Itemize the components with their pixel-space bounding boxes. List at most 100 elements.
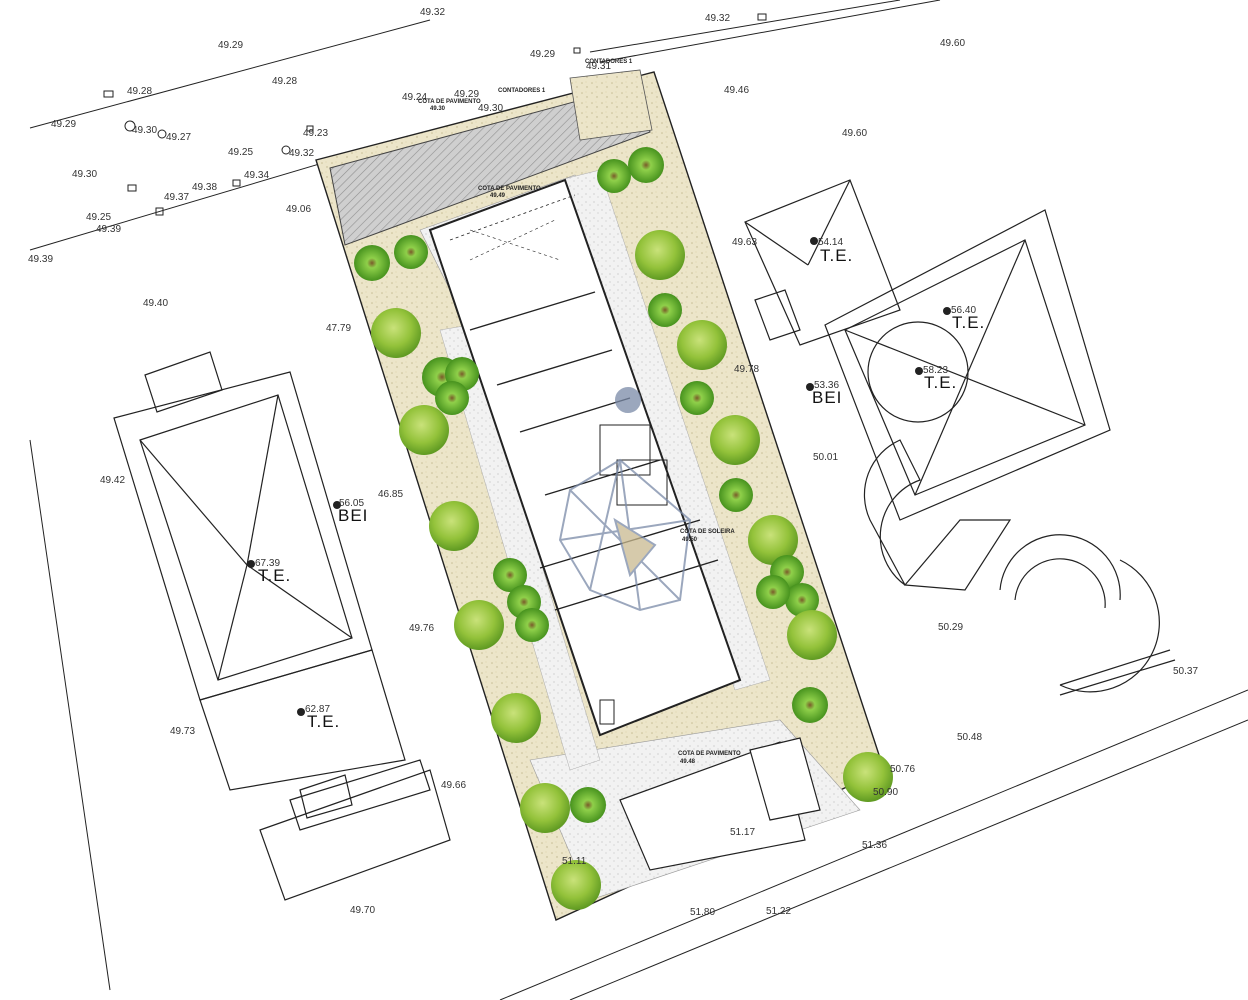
road-markers bbox=[103, 13, 767, 216]
spot-height: 49.39 bbox=[28, 254, 53, 265]
building-tag-elev: 62.87 bbox=[305, 704, 330, 715]
pool-area bbox=[619, 737, 821, 871]
tree bbox=[570, 787, 606, 823]
tree bbox=[493, 558, 527, 592]
tree bbox=[719, 478, 753, 512]
spot-height-dots bbox=[247, 237, 951, 716]
tree bbox=[429, 501, 479, 551]
tree bbox=[648, 293, 682, 327]
spot-height: 49.46 bbox=[724, 85, 749, 96]
tree bbox=[843, 752, 893, 802]
tree bbox=[520, 783, 570, 833]
building-tag-code: T.E. bbox=[924, 373, 957, 392]
spot-height: 49.29 bbox=[454, 89, 479, 100]
building-tag-elev: 56.05 bbox=[339, 498, 364, 509]
note-label: CONTADORES 1 bbox=[498, 88, 546, 94]
note-value: 49.49 bbox=[490, 193, 506, 199]
building-tag-elev: 67.39 bbox=[255, 558, 280, 569]
spot-height: 49.30 bbox=[132, 125, 157, 136]
tree bbox=[515, 608, 549, 642]
spot-height: 51.80 bbox=[690, 907, 715, 918]
note-label: COTA DE PAVIMENTO bbox=[678, 751, 741, 757]
spot-height: 50.90 bbox=[873, 787, 898, 798]
spot-height-labels: 49.32 49.32 49.29 49.60 49.29 49.28 49.2… bbox=[28, 7, 1198, 918]
tree bbox=[785, 583, 819, 617]
building-tag-code: T.E. bbox=[307, 712, 340, 731]
note-value: 49.30 bbox=[430, 106, 446, 112]
spot-height: 49.40 bbox=[143, 298, 168, 309]
tree bbox=[394, 235, 428, 269]
spot-height: 49.73 bbox=[170, 726, 195, 737]
tree bbox=[787, 610, 837, 660]
note-label: COTA DE PAVIMENTO bbox=[478, 186, 541, 192]
spot-height: 49.76 bbox=[409, 623, 434, 634]
spot-height: 50.01 bbox=[813, 452, 838, 463]
spot-height: 49.70 bbox=[350, 905, 375, 916]
building-tag-elev: 56.40 bbox=[951, 305, 976, 316]
spot-height: 49.06 bbox=[286, 204, 311, 215]
spot-height: 51.11 bbox=[562, 856, 587, 867]
spot-height: 49.29 bbox=[218, 40, 243, 51]
spot-height: 49.28 bbox=[272, 76, 297, 87]
spot-height: 49.24 bbox=[402, 92, 427, 103]
spot-height: 50.29 bbox=[938, 622, 963, 633]
spot-height: 49.63 bbox=[732, 237, 757, 248]
spot-height: 49.39 bbox=[96, 224, 121, 235]
spot-height: 49.27 bbox=[166, 132, 191, 143]
tree bbox=[792, 687, 828, 723]
spot-height: 51.22 bbox=[766, 906, 791, 917]
note-label: COTA DE SOLEIRA bbox=[680, 529, 735, 535]
building-tag-code: BEI bbox=[338, 506, 368, 525]
spot-height: 49.32 bbox=[420, 7, 445, 18]
spot-height: 49.29 bbox=[51, 119, 76, 130]
building-tag-elev: 54.14 bbox=[818, 237, 843, 248]
spot-height: 49.30 bbox=[72, 169, 97, 180]
spot-height: 49.66 bbox=[441, 780, 466, 791]
spot-height: 49.25 bbox=[228, 147, 253, 158]
tree bbox=[748, 515, 798, 565]
spot-height: 49.32 bbox=[289, 148, 314, 159]
tree bbox=[628, 147, 664, 183]
spot-height: 46.85 bbox=[378, 489, 403, 500]
spot-height: 50.48 bbox=[957, 732, 982, 743]
neighbor-building-right bbox=[744, 179, 1176, 696]
tree bbox=[399, 405, 449, 455]
spot-height: 51.17 bbox=[730, 827, 755, 838]
tree bbox=[371, 308, 421, 358]
building-tag-code: BEI bbox=[812, 388, 842, 407]
spot-height: 49.60 bbox=[842, 128, 867, 139]
spot-height: 49.38 bbox=[192, 182, 217, 193]
spot-height: 49.37 bbox=[164, 192, 189, 203]
building-tag-elev: 53.36 bbox=[814, 380, 839, 391]
building-tag-code: T.E. bbox=[952, 313, 985, 332]
spot-height: 49.28 bbox=[127, 86, 152, 97]
tree bbox=[680, 381, 714, 415]
tree bbox=[710, 415, 760, 465]
tree bbox=[551, 860, 601, 910]
note-value: 49.50 bbox=[682, 537, 698, 543]
tree bbox=[454, 600, 504, 650]
note-value: 49.48 bbox=[680, 759, 696, 765]
logo-watermark bbox=[558, 387, 692, 612]
spot-height: 49.42 bbox=[100, 475, 125, 486]
spot-height: 49.23 bbox=[303, 128, 328, 139]
building-tag-code: T.E. bbox=[820, 246, 853, 265]
tree bbox=[435, 381, 469, 415]
annotations: CONTADORES 1 CONTADORES 1 COTA DE PAVIME… bbox=[418, 59, 741, 765]
tree bbox=[756, 575, 790, 609]
spot-height: 50.37 bbox=[1173, 666, 1198, 677]
spot-height: 47.79 bbox=[326, 323, 351, 334]
note-label: CONTADORES 1 bbox=[585, 59, 633, 65]
road-lines bbox=[29, 0, 1248, 1000]
tree bbox=[354, 245, 390, 281]
spot-height: 49.34 bbox=[244, 170, 269, 181]
spot-height: 51.36 bbox=[862, 840, 887, 851]
spot-height: 50.76 bbox=[890, 764, 915, 775]
tree bbox=[677, 320, 727, 370]
building-tag-elev: 58.23 bbox=[923, 365, 948, 376]
tree bbox=[635, 230, 685, 280]
building-tags: 54.14 T.E. 56.40 T.E. 58.23 T.E. 53.36 B… bbox=[255, 237, 985, 731]
spot-height: 49.78 bbox=[734, 364, 759, 375]
building-tag-code: T.E. bbox=[258, 566, 291, 585]
